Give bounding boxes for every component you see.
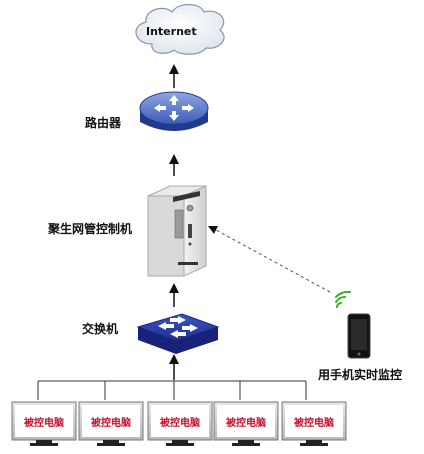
- arrow-controller-to-router: [169, 154, 179, 176]
- arrow-switch-to-controller: [169, 283, 179, 307]
- client-label: 被控电脑: [91, 418, 131, 429]
- switch-icon: [136, 313, 220, 354]
- client-monitor-3: [147, 401, 213, 446]
- internet-label: Internet: [146, 25, 197, 38]
- client-label: 被控电脑: [160, 418, 200, 429]
- client-monitor-5: [281, 401, 347, 446]
- arrow-router-to-internet: [169, 64, 179, 88]
- client-monitor-1: [11, 401, 77, 446]
- router-icon: [139, 91, 209, 131]
- phone-monitor-label: 用手机实时监控: [318, 368, 403, 382]
- wifi-signal-icon: [335, 290, 351, 308]
- router-label: 路由器: [85, 116, 122, 130]
- internet-cloud-icon: [135, 3, 225, 55]
- controller-pc-icon: [147, 185, 207, 277]
- client-label: 被控电脑: [24, 418, 64, 429]
- client-bus-line: [37, 380, 307, 400]
- client-monitor-4: [213, 401, 279, 446]
- controller-label: 聚生网管控制机: [48, 222, 133, 236]
- wireless-monitor-link: [208, 226, 331, 293]
- client-monitor-2: [78, 401, 144, 446]
- client-label: 被控电脑: [226, 418, 266, 429]
- arrow-clients-to-switch: [169, 354, 179, 380]
- switch-label: 交换机: [82, 322, 119, 336]
- phone-icon: [347, 313, 371, 359]
- client-label: 被控电脑: [294, 418, 334, 429]
